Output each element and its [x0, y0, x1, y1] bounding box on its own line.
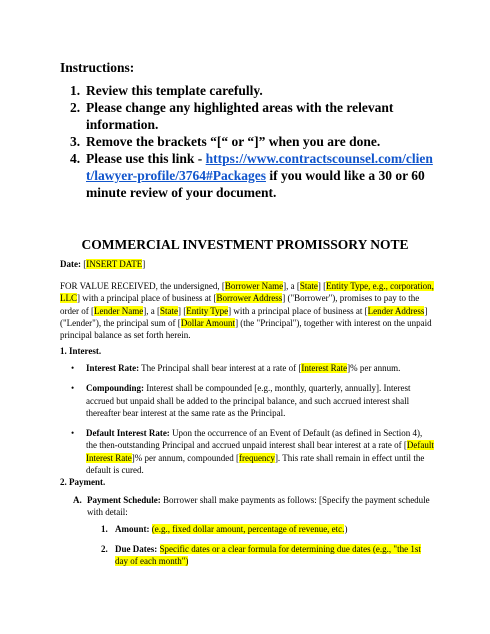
- borrower-address-field: Borrower Address: [216, 293, 283, 304]
- instructions-heading: Instructions:: [60, 60, 135, 75]
- date-field: INSERT DATE: [86, 259, 143, 269]
- dollar-amount-field: Dollar Amount: [180, 317, 236, 328]
- frequency-field: frequency: [238, 452, 275, 463]
- list-item: •Default Interest Rate: Upon the occurre…: [71, 428, 434, 476]
- instruction-item: 4.Please use this link - https://www.con…: [70, 151, 433, 200]
- review-link[interactable]: https://www.contractscounsel.com/client/…: [86, 151, 433, 183]
- section-heading: 2. Payment.: [60, 477, 106, 487]
- intro-paragraph: FOR VALUE RECEIVED, the undersigned, [Bo…: [60, 281, 434, 341]
- document-title: COMMERCIAL INVESTMENT PROMISSORY NOTE: [81, 237, 409, 252]
- interest-list: •Interest Rate: The Principal shall bear…: [60, 362, 435, 476]
- amount-field: (e.g., fixed dollar amount, percentage o…: [151, 524, 345, 534]
- interest-rate-field: Interest Rate: [301, 363, 348, 373]
- borrower-name-field: Borrower Name: [224, 281, 284, 291]
- lender-address-field: Lender Address: [367, 305, 425, 316]
- payment-schedule: A.Payment Schedule: Borrower shall make …: [73, 495, 430, 518]
- lender-name-field: Lender Name: [93, 305, 144, 316]
- instruction-item: 1.Review this template carefully.: [70, 83, 263, 98]
- list-item: 2.Due Dates: Specific dates or a clear f…: [101, 544, 421, 567]
- list-item: •Compounding: Interest shall be compound…: [71, 383, 411, 418]
- instruction-item: 2.Please change any highlighted areas wi…: [70, 100, 394, 132]
- list-item: •Interest Rate: The Principal shall bear…: [71, 363, 401, 373]
- list-item: 1.Amount: (e.g., fixed dollar amount, pe…: [101, 524, 348, 534]
- due-dates-field: Specific dates or a clear formula for de…: [115, 544, 421, 567]
- instruction-item: 3.Remove the brackets “[“ or “]” when yo…: [70, 134, 381, 149]
- instructions-list: 1.Review this template carefully. 2.Plea…: [60, 82, 440, 201]
- section-heading: 1. Interest.: [60, 346, 102, 356]
- entity-type-field: Entity Type: [186, 305, 229, 316]
- state-field: State: [159, 305, 178, 316]
- state-field: State: [299, 281, 318, 291]
- date-line: Date: [INSERT DATE]: [60, 259, 146, 269]
